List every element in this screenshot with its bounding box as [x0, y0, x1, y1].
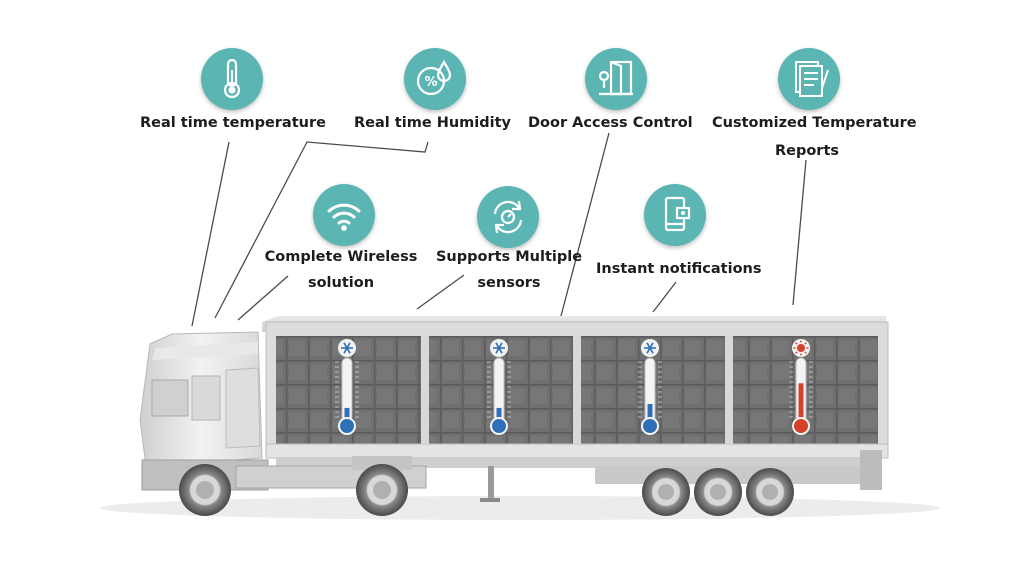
- cab-window: [151, 379, 189, 417]
- compartment-thermometer: [638, 339, 662, 435]
- label-line: Door Access Control: [528, 115, 693, 131]
- label-line: Reports: [774, 143, 840, 159]
- label-line: Customized Temperature: [712, 115, 917, 131]
- thermometer-level: [344, 407, 350, 422]
- compartment-thermometer: [789, 339, 813, 435]
- door-icon: [585, 48, 647, 110]
- wheels: [179, 464, 794, 516]
- report-icon: [778, 48, 840, 110]
- label-line: Instant notifications: [596, 261, 762, 277]
- label-customized-temperature-reports: Customized Temperature Reports: [712, 110, 917, 164]
- wifi-icon: [313, 184, 375, 246]
- humidity-percent-icon: %: [404, 48, 466, 110]
- compartment-thermometer: [335, 339, 359, 435]
- label-line: Real time temperature: [140, 115, 326, 131]
- phone-notification-icon: [644, 184, 706, 246]
- label-line: Real time Humidity: [354, 115, 511, 131]
- thermometer-icon: [201, 48, 263, 110]
- connector-humidity: [214, 141, 429, 319]
- connector-temperature: [191, 141, 230, 327]
- thermometer-bulb: [641, 417, 659, 435]
- label-line: Complete Wireless: [264, 249, 418, 265]
- thermometer-level: [798, 383, 804, 422]
- connector-reports: [792, 159, 807, 306]
- thermometer-level: [496, 407, 502, 422]
- label-complete-wireless-solution: Complete Wireless solution: [264, 244, 418, 296]
- compartment-thermometers: [335, 339, 813, 435]
- thermometer-bulb: [490, 417, 508, 435]
- label-line: Supports Multiple: [435, 249, 583, 265]
- label-door-access-control: Door Access Control: [528, 110, 693, 136]
- connector-notifications: [652, 281, 677, 313]
- thermometer-bulb: [792, 417, 810, 435]
- svg-text:%: %: [424, 75, 437, 90]
- label-instant-notifications: Instant notifications: [596, 256, 762, 282]
- connector-door-access: [560, 132, 610, 317]
- label-supports-multiple-sensors: Supports Multiple sensors: [434, 244, 584, 296]
- label-real-time-temperature: Real time temperature: [140, 110, 326, 136]
- label-line: solution: [307, 275, 375, 291]
- compartment-thermometer: [487, 339, 511, 435]
- sync-sensors-icon: [477, 186, 539, 248]
- connector-lines: [191, 132, 807, 327]
- label-real-time-humidity: Real time Humidity: [354, 110, 511, 136]
- connector-wireless: [237, 275, 289, 321]
- connector-multiple-sensors: [416, 274, 465, 310]
- thermometer-level: [647, 404, 653, 422]
- thermometer-bulb: [338, 417, 356, 435]
- label-line: sensors: [477, 275, 541, 291]
